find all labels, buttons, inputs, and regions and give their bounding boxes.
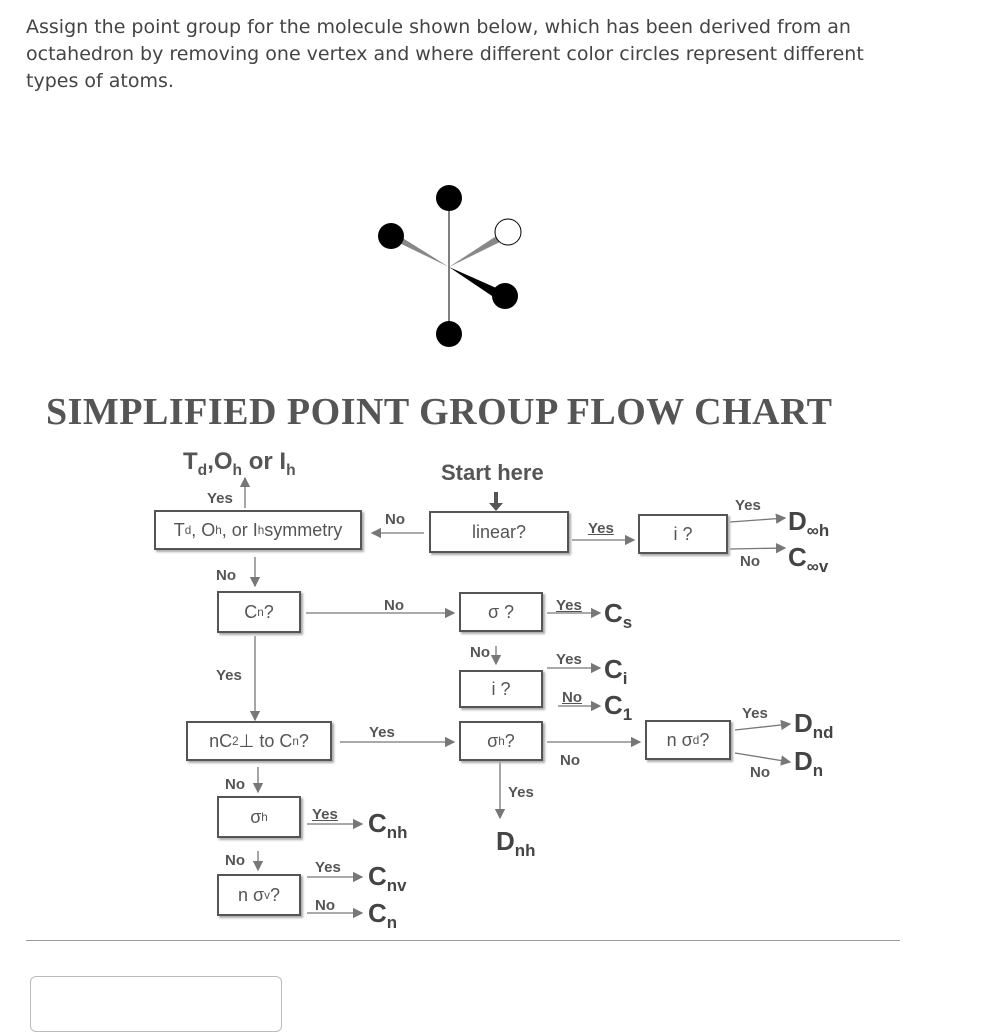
linear-box: linear? <box>429 511 569 553</box>
label-yes: Yes <box>315 859 341 876</box>
result-dnh: Dnh <box>496 826 536 861</box>
molecule-diagram <box>378 185 522 347</box>
wedge-bond <box>449 267 503 300</box>
result-dnd: Dnd <box>794 708 834 743</box>
inversion-box-top: i ? <box>638 514 728 554</box>
result-dinfh: D∞h <box>788 506 830 541</box>
label-no: No <box>315 897 335 914</box>
result-cinfv: C∞v <box>788 542 829 577</box>
result-cnh: Cnh <box>368 808 408 843</box>
label-no: No <box>384 597 404 614</box>
start-here-label: Start here <box>441 460 544 485</box>
label-yes: Yes <box>735 497 761 514</box>
label-yes: Yes <box>588 520 614 537</box>
label-yes: Yes <box>556 597 582 614</box>
label-no: No <box>562 689 582 706</box>
result-c1: C1 <box>604 690 633 725</box>
atom-left <box>378 223 404 249</box>
section-divider <box>26 940 900 941</box>
result-dn: Dn <box>794 746 824 781</box>
label-yes: Yes <box>369 724 395 741</box>
label-yes: Yes <box>556 651 582 668</box>
label-yes: Yes <box>216 667 242 684</box>
label-no: No <box>216 567 236 584</box>
mirror-plane-box: σ ? <box>459 592 543 632</box>
result-cs: Cs <box>604 598 633 633</box>
flowchart-title: SIMPLIFIED POINT GROUP FLOW CHART <box>46 391 833 433</box>
result-cn: Cn <box>368 898 398 933</box>
atom-bottom <box>436 321 462 347</box>
hashed-bond-right <box>449 229 508 267</box>
label-no: No <box>750 764 770 781</box>
label-yes: Yes <box>742 705 768 722</box>
question-text: Assign the point group for the molecule … <box>26 16 864 92</box>
label-no: No <box>225 776 245 793</box>
label-no: No <box>385 511 405 528</box>
atom-open-right <box>494 218 522 246</box>
atom-front-right <box>492 283 518 309</box>
hashed-bond-left <box>393 232 449 267</box>
label-no: No <box>740 553 760 570</box>
inversion-box-mid: i ? <box>459 670 543 708</box>
label-no: No <box>560 752 580 769</box>
label-yes: Yes <box>312 806 338 823</box>
result-td-oh-ih: Td,Oh or Ih <box>183 448 296 479</box>
result-ci: Ci <box>604 654 628 689</box>
label-yes: Yes <box>508 784 534 801</box>
result-cnv: Cnv <box>368 861 407 896</box>
label-yes: Yes <box>207 490 233 507</box>
label-no: No <box>470 644 490 661</box>
label-no: No <box>225 852 245 869</box>
atom-top <box>436 185 462 211</box>
